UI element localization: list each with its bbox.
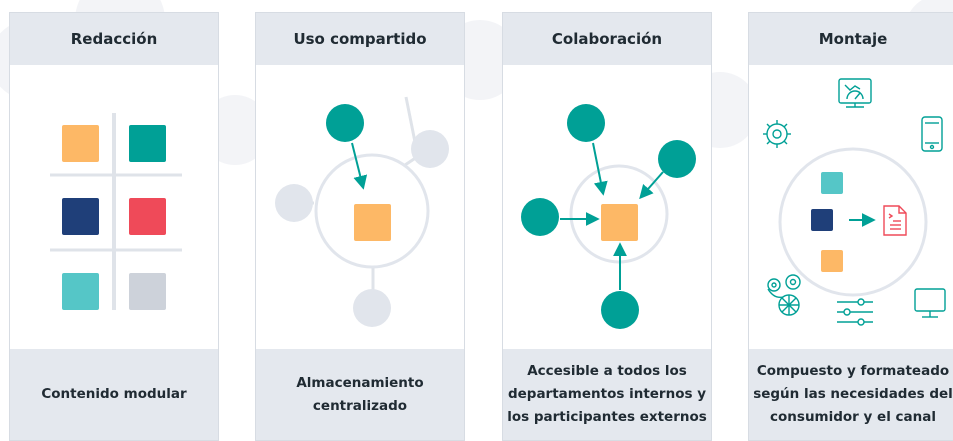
panel-montaje: Montaje: [748, 12, 953, 441]
module-block-red: [129, 198, 166, 235]
dashboard-monitor-icon: [838, 78, 872, 108]
panel-title: Uso compartido: [256, 13, 464, 65]
document-icon: [883, 205, 907, 236]
caption-text: Almacenamiento centralizado: [296, 374, 424, 414]
module-block-navy: [62, 198, 99, 235]
content-block-navy: [811, 209, 833, 231]
arrow: [592, 142, 608, 196]
arrow: [351, 142, 368, 190]
panel-title: Redacción: [10, 13, 218, 65]
panel-caption: Almacenamiento centralizado: [256, 349, 464, 440]
node-teal: [326, 104, 364, 142]
node-gray: [275, 184, 313, 222]
panel-colaboracion: Colaboración Accesible a todos los depar…: [502, 12, 712, 441]
arrow: [639, 171, 664, 200]
desktop-monitor-icon: [914, 288, 946, 318]
content-block-orange: [821, 250, 843, 272]
panel-uso-compartido: Uso compartido Almacenamiento centraliza…: [255, 12, 465, 441]
module-block-teal: [129, 125, 166, 162]
central-block-orange: [601, 204, 638, 241]
module-block-orange: [62, 125, 99, 162]
central-hub-ring: [778, 147, 928, 297]
caption-text: Accesible a todos los departamentos inte…: [507, 363, 707, 425]
module-block-gray: [129, 273, 166, 310]
node-teal: [601, 291, 639, 329]
caption-text: Contenido modular: [41, 386, 187, 402]
collaboration-diagram: [503, 65, 711, 349]
assembly-diagram: [749, 65, 953, 349]
sliders-icon: [837, 298, 873, 326]
mobile-phone-icon: [921, 116, 943, 152]
caption-text: Compuesto y formateado según las necesid…: [753, 363, 953, 425]
content-block-light-teal: [821, 172, 843, 194]
central-block-orange: [354, 204, 391, 241]
node-gray: [353, 289, 391, 327]
panel-title: Montaje: [749, 13, 953, 65]
panel-redaccion: Redacción Contenido modular: [9, 12, 219, 441]
gear-icon: [763, 120, 791, 148]
node-teal: [658, 140, 696, 178]
module-block-light-teal: [62, 273, 99, 310]
panel-caption: Compuesto y formateado según las necesid…: [749, 349, 953, 440]
panel-caption: Accesible a todos los departamentos inte…: [503, 349, 711, 440]
panel-caption: Contenido modular: [10, 349, 218, 440]
shared-storage-diagram: [256, 65, 464, 349]
panel-title: Colaboración: [503, 13, 711, 65]
node-gray: [411, 130, 449, 168]
gears-icon: [767, 274, 801, 316]
node-teal: [567, 104, 605, 142]
modular-grid: [10, 65, 218, 349]
node-teal: [521, 198, 559, 236]
